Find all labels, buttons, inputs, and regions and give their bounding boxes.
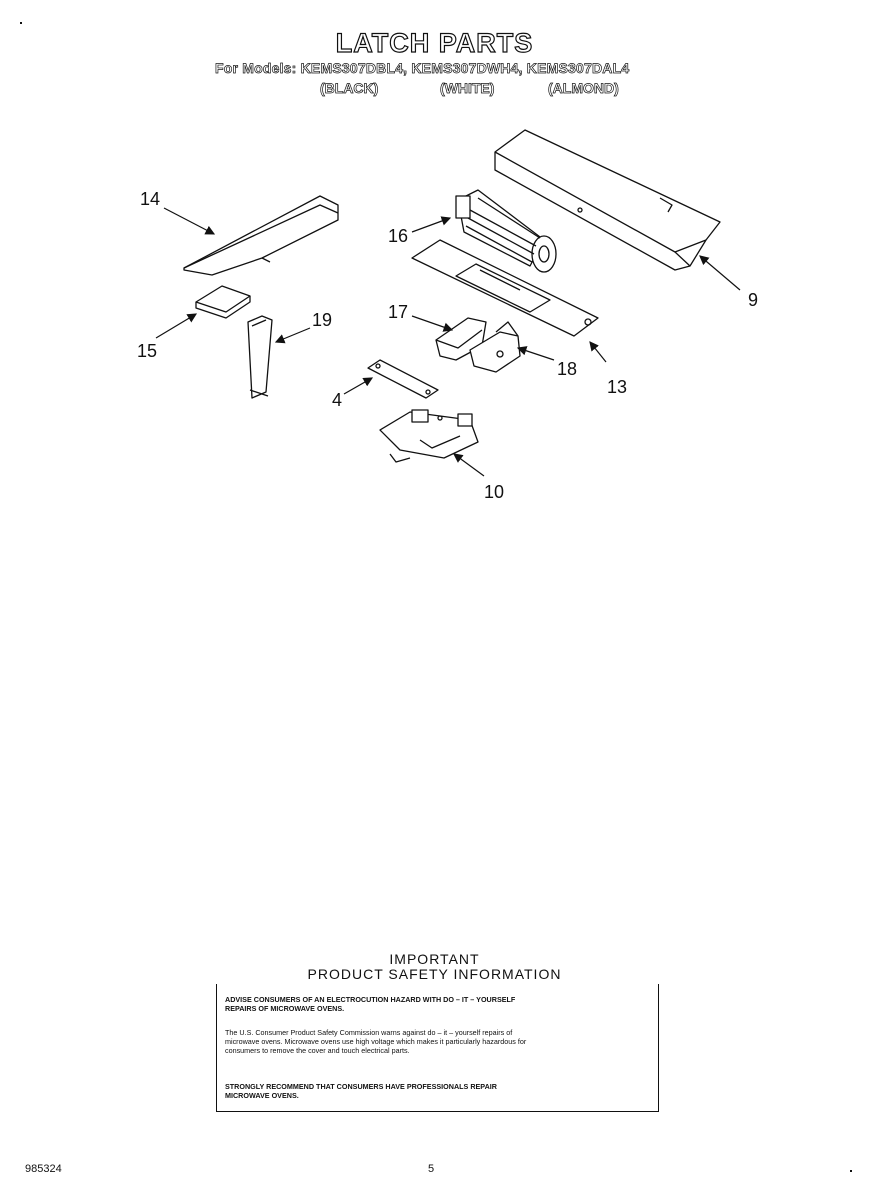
safety-notice-box: ADVISE CONSUMERS OF AN ELECTROCUTION HAZ…: [216, 984, 659, 1112]
callout-14: 14: [140, 189, 160, 209]
models-line: For Models: KEMS307DBL4, KEMS307DWH4, KE…: [215, 60, 630, 77]
notice-advise-2: REPAIRS OF MICROWAVE OVENS.: [225, 1004, 345, 1013]
scan-speck: [850, 1170, 852, 1172]
leader-13: [589, 341, 607, 363]
notice-body-1: The U.S. Consumer Product Safety Commiss…: [225, 1028, 513, 1037]
leader-14: [163, 207, 216, 235]
part-14-top-plate: [183, 195, 339, 276]
document-number: 985324: [25, 1163, 62, 1175]
notice-body-3: consumers to remove the cover and touch …: [225, 1046, 410, 1055]
callout-4: 4: [332, 390, 342, 410]
notice-heading-2: PRODUCT SAFETY INFORMATION: [307, 966, 562, 982]
notice-heading-1: IMPORTANT: [389, 951, 480, 967]
callout-10: 10: [484, 482, 504, 502]
variant-white: (WHITE): [440, 80, 495, 97]
page-title: LATCH PARTS: [335, 27, 534, 58]
exploded-parts-diagram: 14 15 19 16 17 18 13 9 4 10: [137, 129, 758, 502]
callout-13: 13: [607, 377, 627, 397]
notice-recommend-2: MICROWAVE OVENS.: [225, 1091, 299, 1100]
callout-19: 19: [312, 310, 332, 330]
notice-advise-1: ADVISE CONSUMERS OF AN ELECTROCUTION HAZ…: [225, 995, 516, 1004]
leader-16: [411, 216, 452, 233]
leader-4: [343, 377, 374, 395]
leader-9: [699, 255, 741, 291]
part-10-switch-assembly: [379, 409, 479, 463]
part-15-pad: [195, 285, 251, 319]
part-18-bracket: [469, 321, 521, 373]
page-number: 5: [428, 1163, 435, 1175]
callout-17: 17: [388, 302, 408, 322]
notice-body-2: microwave ovens. Microwave ovens use hig…: [225, 1037, 527, 1046]
part-13-mounting-plate: [411, 239, 599, 337]
scan-speck: [20, 22, 22, 24]
part-4-lever-arm: [367, 359, 439, 399]
leader-18: [516, 346, 555, 361]
notice-recommend-1: STRONGLY RECOMMEND THAT CONSUMERS HAVE P…: [225, 1082, 497, 1091]
callout-15: 15: [137, 341, 157, 361]
callout-16: 16: [388, 226, 408, 246]
leader-10: [453, 453, 485, 477]
callout-18: 18: [557, 359, 577, 379]
leader-15: [155, 313, 198, 339]
part-19-latch-strip: [247, 315, 273, 399]
leader-17: [411, 315, 454, 332]
callout-9: 9: [748, 290, 758, 310]
part-16-fan-motor: [455, 189, 557, 273]
leader-19: [274, 327, 311, 344]
part-9-shield-panel: [494, 129, 721, 271]
variant-black: (BLACK): [320, 80, 379, 97]
variant-almond: (ALMOND): [548, 80, 619, 97]
